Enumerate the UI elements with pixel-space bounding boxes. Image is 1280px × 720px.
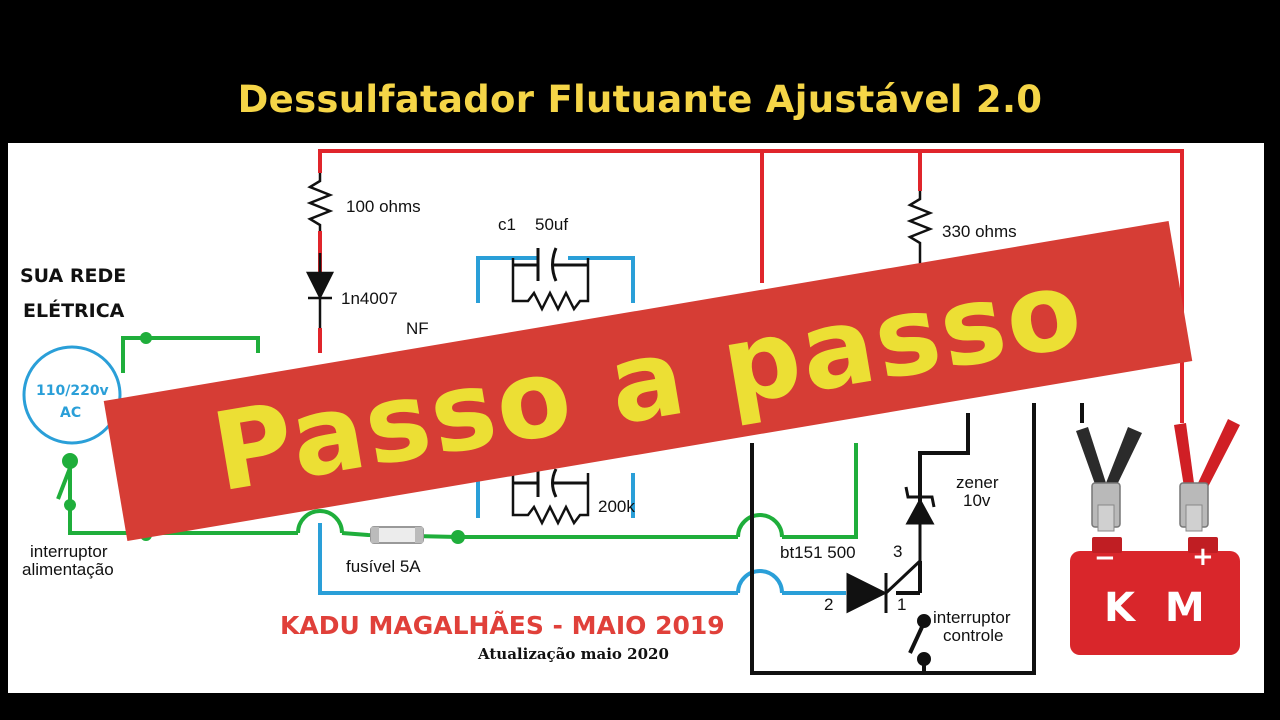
ac-source-circle: [22, 345, 122, 445]
diode-1n4007: [305, 253, 335, 328]
resistor-upper: [511, 258, 590, 312]
scr-bt151: [846, 559, 922, 614]
label-pin3: 3: [893, 542, 903, 561]
capacitor-c1: [513, 247, 588, 282]
resistor-100-ohms: [306, 173, 334, 231]
label-200k: 200k: [598, 497, 635, 516]
label-330-ohms: 330 ohms: [942, 222, 1017, 241]
credit-author: KADU MAGALHÃES - MAIO 2019: [280, 611, 725, 640]
grid-label-line1: SUA REDE: [20, 265, 127, 287]
label-zener-10v: 10v: [963, 491, 991, 510]
label-pin1: 1: [897, 595, 907, 614]
power-switch: [56, 453, 78, 500]
label-nf: NF: [406, 319, 429, 338]
label-c1: c1: [498, 215, 516, 234]
label-control-switch-2: controle: [943, 626, 1004, 645]
label-100-ohms: 100 ohms: [346, 197, 421, 216]
trigger-wire: [318, 523, 846, 595]
label-scr: bt151 500: [780, 543, 856, 562]
label-power-switch-1: interruptor: [30, 542, 108, 561]
battery-minus: −: [1094, 543, 1116, 573]
label-50uf: 50uf: [535, 215, 569, 234]
grid-label-line2: ELÉTRICA: [23, 300, 125, 322]
battery-plus: +: [1192, 542, 1214, 572]
grid-voltage: 110/220v: [36, 383, 109, 399]
negative-rail: [750, 403, 1084, 675]
schematic-wires: [22, 149, 1240, 675]
battery-clamp-black: [1076, 427, 1142, 532]
battery-brand: K M: [1104, 585, 1213, 631]
grid-ac: AC: [60, 405, 82, 421]
battery-icon: [1070, 537, 1240, 655]
credit-update: Atualização maio 2020: [478, 645, 669, 663]
fuse-5a: [370, 526, 424, 544]
label-pin2: 2: [824, 595, 834, 614]
page-title: Dessulfatador Flutuante Ajustável 2.0: [237, 78, 1043, 121]
positive-rail: [318, 149, 1184, 423]
label-fuse: fusível 5A: [346, 557, 421, 576]
resistor-200k: [511, 473, 590, 526]
battery-clamp-red: [1174, 419, 1240, 532]
label-control-switch-1: interruptor: [933, 608, 1011, 627]
label-power-switch-2: alimentação: [22, 560, 114, 579]
control-switch: [908, 614, 931, 673]
capacitor-loop: [476, 256, 635, 518]
zener-10v: [904, 486, 936, 561]
label-1n4007: 1n4007: [341, 289, 398, 308]
label-zener: zener: [956, 473, 999, 492]
resistor-330-ohms: [906, 191, 934, 273]
capacitor-lower: [513, 468, 588, 498]
